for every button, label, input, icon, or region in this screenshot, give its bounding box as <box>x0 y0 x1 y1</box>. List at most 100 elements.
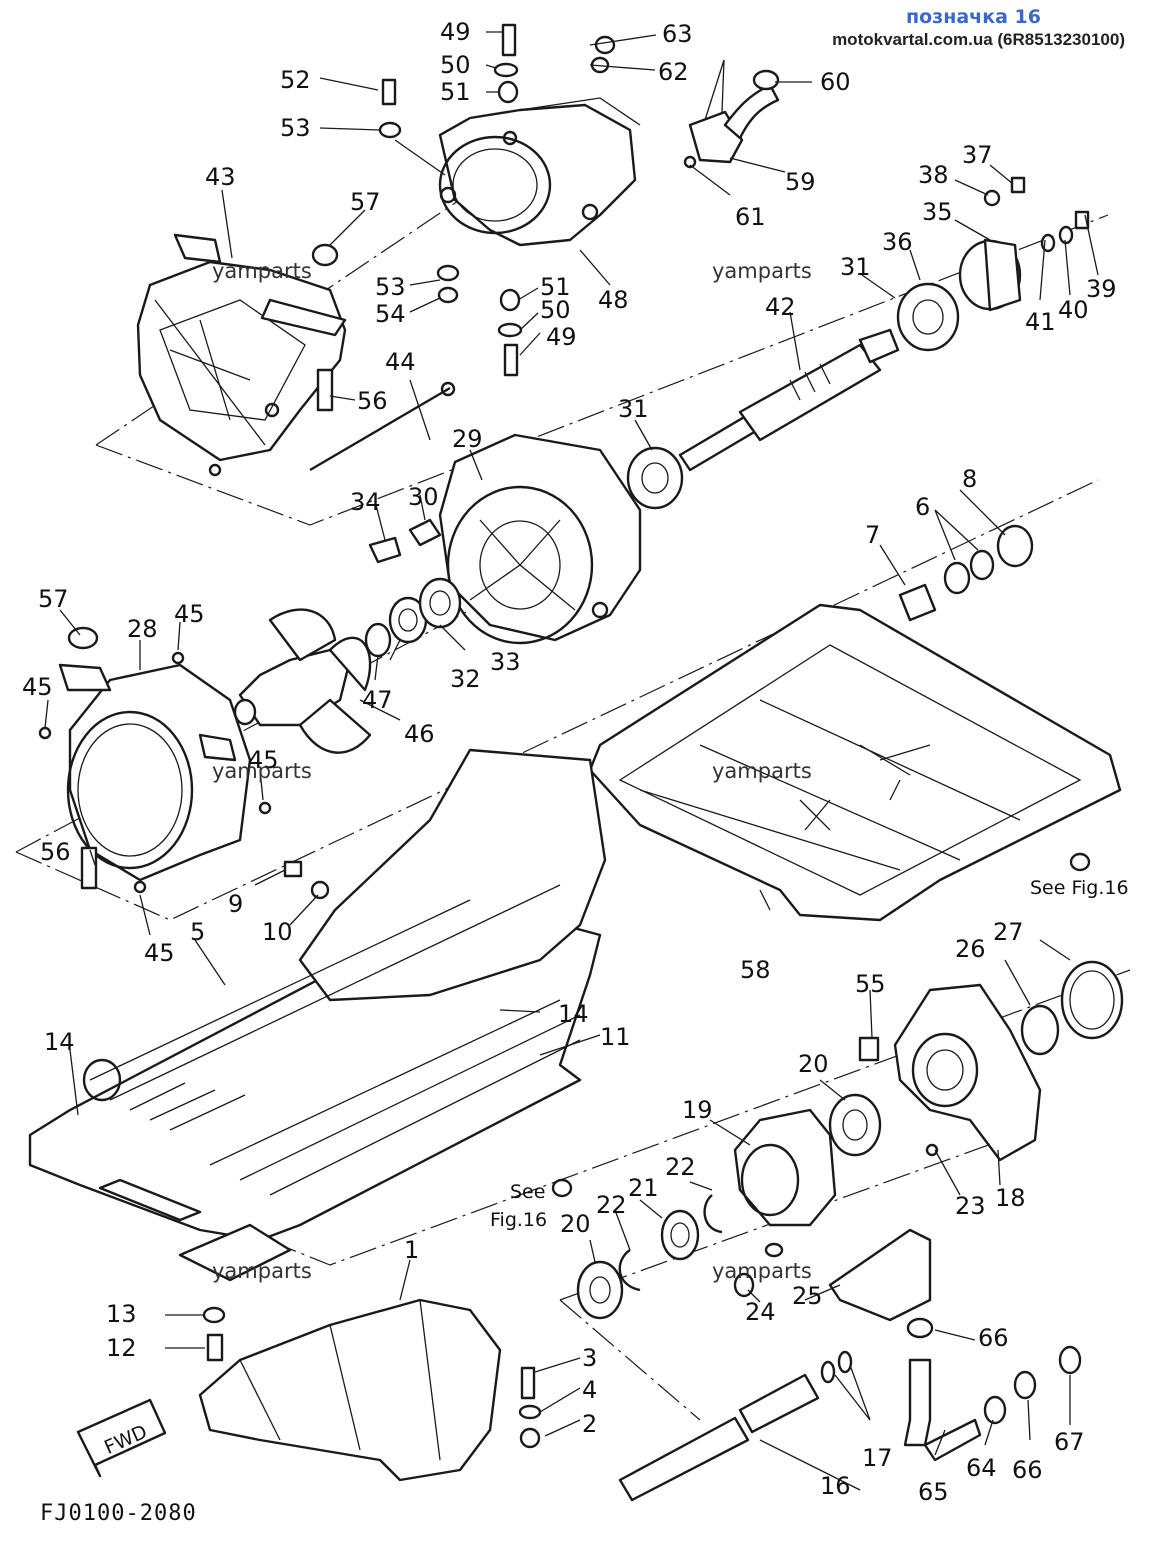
callout-56-low: 56 <box>40 838 71 866</box>
nozzle-housing-48 <box>438 97 641 247</box>
callout-51-top: 51 <box>440 78 471 106</box>
callout-11: 11 <box>600 1023 631 1051</box>
callout-29: 29 <box>452 425 483 453</box>
callout-67: 67 <box>1054 1428 1085 1456</box>
bearing-housing-19 <box>733 1093 882 1227</box>
callout-48: 48 <box>598 286 629 314</box>
callout-49-top: 49 <box>440 18 471 46</box>
callout-39: 39 <box>1086 275 1117 303</box>
callout-2: 2 <box>582 1410 597 1438</box>
callout-14-right: 14 <box>558 1000 589 1028</box>
coupler-set <box>898 524 1034 622</box>
callout-62: 62 <box>658 58 689 86</box>
callout-9: 9 <box>228 890 243 918</box>
callout-24: 24 <box>745 1298 776 1326</box>
impeller-46 <box>233 608 372 754</box>
callout-23: 23 <box>955 1192 986 1220</box>
callout-64: 64 <box>966 1454 997 1482</box>
callout-21: 21 <box>628 1174 659 1202</box>
callout-51-mid: 51 <box>540 273 571 301</box>
callout-55: 55 <box>855 970 886 998</box>
callout-43: 43 <box>205 163 236 191</box>
callout-49-mid: 49 <box>546 323 577 351</box>
see-fig-note-2: See Fig.16 <box>1030 877 1129 899</box>
callout-56-top: 56 <box>357 387 388 415</box>
callout-60: 60 <box>820 68 851 96</box>
callout-22-top: 22 <box>665 1153 696 1181</box>
callout-31-top: 31 <box>840 253 871 281</box>
callout-5: 5 <box>190 918 205 946</box>
tie-rod-44 <box>309 381 456 472</box>
callout-16: 16 <box>820 1472 851 1500</box>
see-fig-note-1-see: See <box>510 1181 545 1203</box>
callout-3: 3 <box>582 1344 597 1372</box>
steering-nozzle-59 <box>683 69 780 169</box>
callout-38: 38 <box>918 161 949 189</box>
callout-34: 34 <box>350 488 381 516</box>
callout-53-top: 53 <box>280 114 311 142</box>
callout-50-top: 50 <box>440 51 471 79</box>
drive-shaft-42 <box>626 238 1022 510</box>
callout-27: 27 <box>993 918 1024 946</box>
callout-33: 33 <box>490 648 521 676</box>
callout-65: 65 <box>918 1478 949 1506</box>
callout-22-low: 22 <box>596 1191 627 1219</box>
callout-25: 25 <box>792 1282 823 1310</box>
bearing-set <box>364 577 462 658</box>
callouts: 49 50 51 63 62 60 52 53 59 61 43 57 37 3… <box>22 18 1117 1506</box>
callout-14-left: 14 <box>44 1028 75 1056</box>
watermark-1: yamparts <box>212 259 312 283</box>
drawing-code: FJ0100-2080 <box>40 1501 197 1526</box>
watermark-6: yamparts <box>712 1259 812 1283</box>
callout-44: 44 <box>385 348 416 376</box>
duct-28 <box>58 626 252 882</box>
callout-61: 61 <box>735 203 766 231</box>
callout-12: 12 <box>106 1334 137 1362</box>
callout-32: 32 <box>450 665 481 693</box>
callout-20-top: 20 <box>798 1050 829 1078</box>
seal-set <box>576 1194 723 1320</box>
watermark-4: yamparts <box>712 759 812 783</box>
callout-35: 35 <box>922 198 953 226</box>
callout-57-low: 57 <box>38 585 69 613</box>
jet-housing-43 <box>136 233 347 462</box>
callout-19: 19 <box>682 1096 713 1124</box>
callout-20-low: 20 <box>560 1210 591 1238</box>
callout-37: 37 <box>962 141 993 169</box>
watermark-3: yamparts <box>212 759 312 783</box>
cap-30 <box>368 518 442 564</box>
callout-52: 52 <box>280 66 311 94</box>
callout-66-top: 66 <box>978 1324 1009 1352</box>
callout-13: 13 <box>106 1300 137 1328</box>
pump-cover-1 <box>198 1298 502 1482</box>
callout-4: 4 <box>582 1376 597 1404</box>
figure-title: позначка 16 <box>906 6 1041 28</box>
callout-57-top: 57 <box>350 188 381 216</box>
callout-47: 47 <box>362 686 393 714</box>
callout-45-c: 45 <box>248 746 279 774</box>
callout-36: 36 <box>882 228 913 256</box>
hose-set <box>618 1228 1082 1502</box>
callout-26: 26 <box>955 935 986 963</box>
callout-45-b: 45 <box>22 673 53 701</box>
callout-66-low: 66 <box>1012 1456 1043 1484</box>
watermark-5: yamparts <box>212 1259 312 1283</box>
impeller-housing-29 <box>438 433 642 645</box>
callout-45-a: 45 <box>174 600 205 628</box>
callout-59: 59 <box>785 168 816 196</box>
callout-28: 28 <box>127 615 158 643</box>
callout-42: 42 <box>765 293 796 321</box>
callout-7: 7 <box>865 521 880 549</box>
leader-lines <box>44 31 1099 1491</box>
callout-8: 8 <box>962 465 977 493</box>
source-caption: motokvartal.com.ua (6R8513230100) <box>832 30 1125 49</box>
callout-6: 6 <box>915 493 930 521</box>
hull-tunnel <box>28 748 607 1282</box>
callout-40: 40 <box>1058 296 1089 324</box>
callout-63: 63 <box>662 20 693 48</box>
watermarks: yamparts yamparts yamparts yamparts yamp… <box>212 259 812 1283</box>
watermark-2: yamparts <box>712 259 812 283</box>
callout-1: 1 <box>404 1236 419 1264</box>
